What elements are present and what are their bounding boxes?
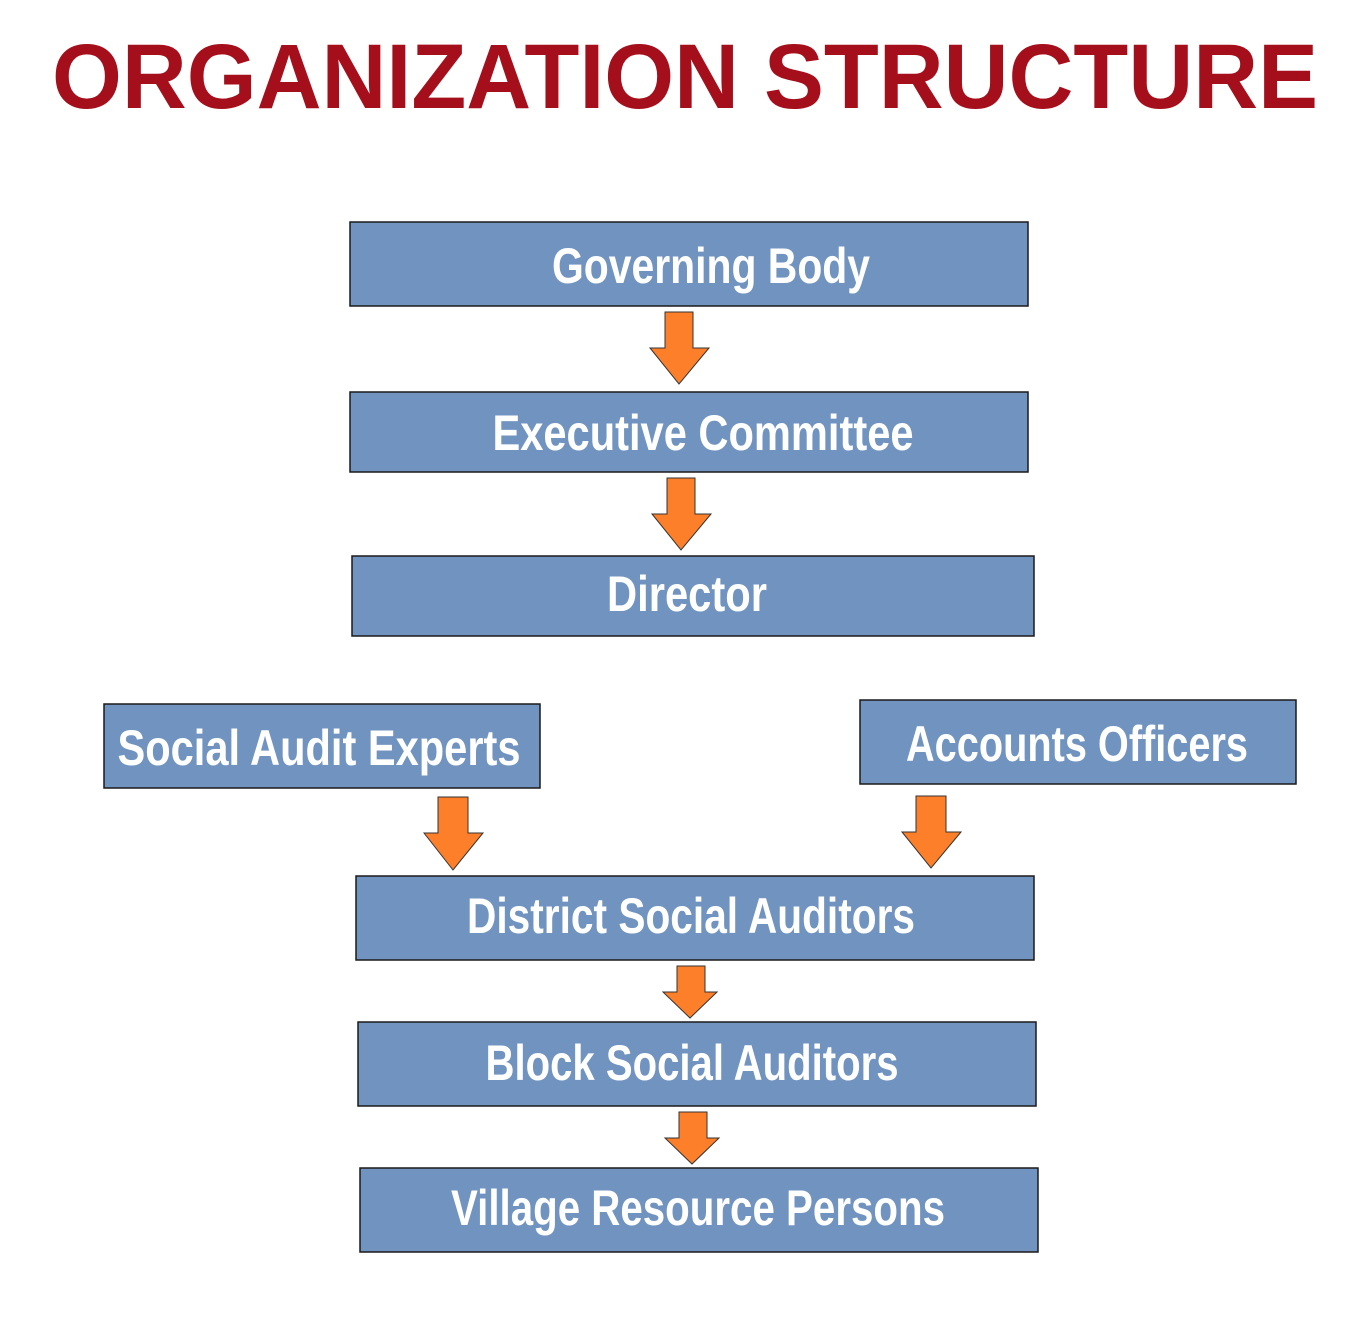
node-village-resource-persons: Village Resource Persons [359,1167,1039,1253]
node-box [359,1167,1039,1253]
node-label: Governing Body [552,238,870,294]
arrow-down-icon [650,477,713,551]
node-block-social-auditors: Block Social Auditors [357,1021,1037,1107]
node-executive-committee: Executive Committee [349,391,1029,473]
page-title: ORGANIZATION STRUCTURE [52,26,1318,128]
node-label: District Social Auditors [467,888,915,944]
node-label: Director [607,566,767,622]
node-box [355,875,1035,961]
node-box [103,703,541,789]
node-box [859,699,1297,785]
node-director: Director [351,555,1035,637]
node-box [349,391,1029,473]
node-box [357,1021,1037,1107]
arrow-down-icon [663,1111,721,1165]
node-governing-body: Governing Body [349,221,1029,307]
node-label: Executive Committee [493,405,914,461]
node-label: Accounts Officers [906,716,1248,772]
node-box [351,555,1035,637]
arrow-down-icon [661,965,719,1019]
node-label: Village Resource Persons [451,1180,945,1236]
node-label: Block Social Auditors [486,1035,899,1091]
node-box [349,221,1029,307]
node-accounts-officers: Accounts Officers [859,699,1297,785]
node-label: Social Audit Experts [118,720,521,776]
arrow-down-icon [422,796,485,871]
node-district-social-auditors: District Social Auditors [355,875,1035,961]
node-social-audit-experts: Social Audit Experts [103,703,541,789]
arrow-down-icon [900,795,963,869]
arrow-down-icon [648,311,711,385]
